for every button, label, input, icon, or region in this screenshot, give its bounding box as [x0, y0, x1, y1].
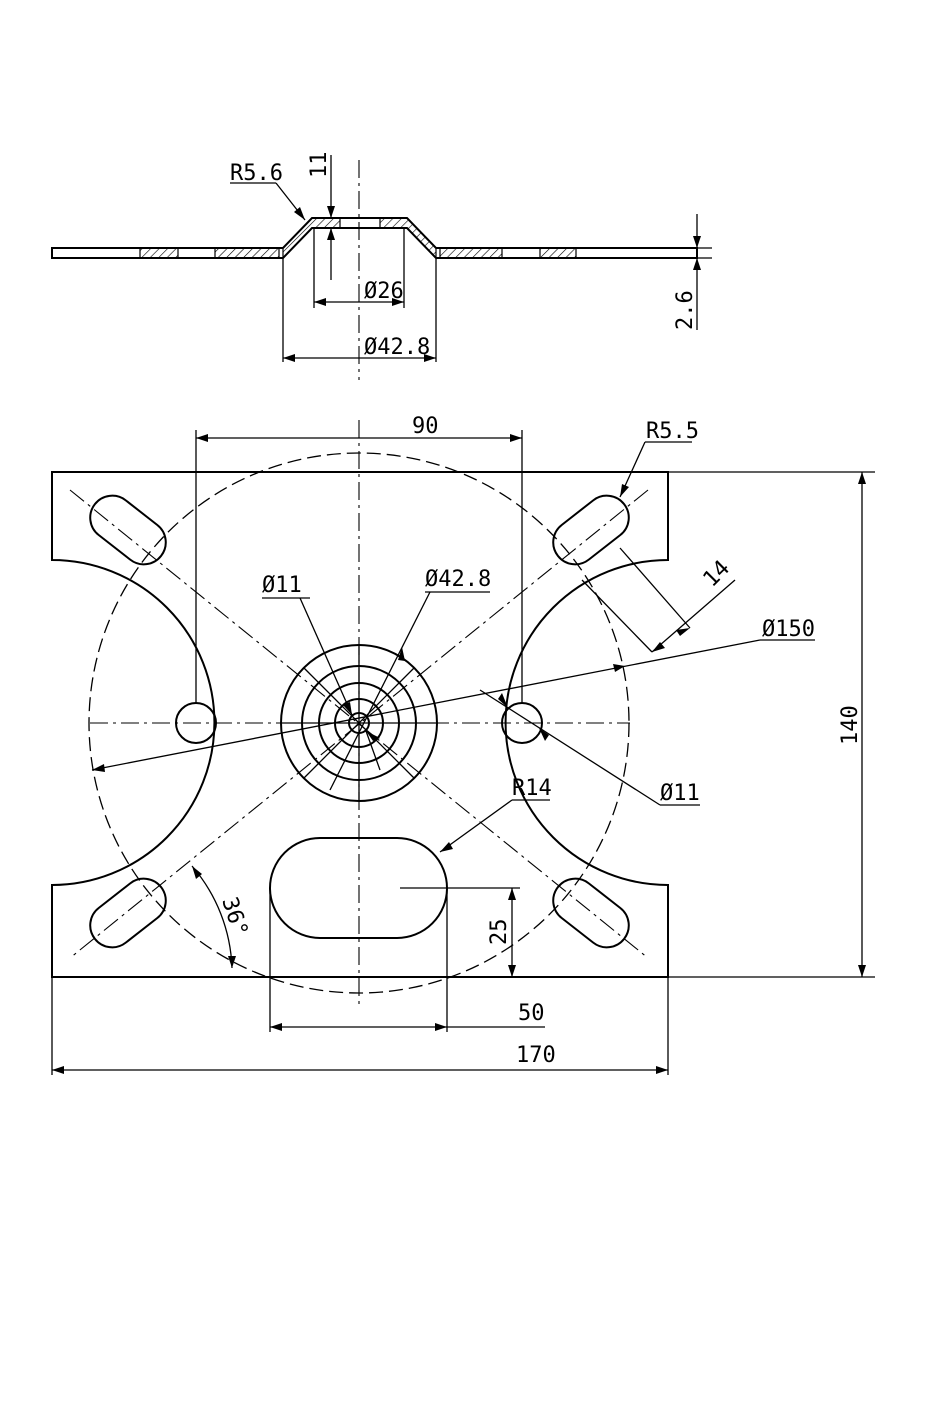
section-hatch-5 — [440, 248, 502, 258]
label-r14: R14 — [512, 776, 552, 801]
section-hatch-1 — [140, 248, 178, 258]
label-dia-42-8-section: Ø42.8 — [364, 335, 430, 360]
slot-top-right — [544, 487, 637, 573]
slot-top-left — [81, 487, 174, 573]
label-thickness-2-6: 2.6 — [673, 290, 698, 330]
label-dia-11-right: Ø11 — [660, 781, 700, 806]
label-dia-42-8-center: Ø42.8 — [425, 567, 491, 592]
label-slot-width-14: 14 — [699, 556, 735, 592]
label-dia-26: Ø26 — [364, 279, 404, 304]
label-r5-5: R5.5 — [646, 419, 699, 444]
label-r5-6: R5.6 — [230, 161, 283, 186]
plan-view — [52, 420, 875, 1075]
label-width-50: 50 — [518, 1001, 545, 1026]
section-hatch-2 — [215, 248, 279, 258]
label-width-90: 90 — [412, 414, 439, 439]
label-angle-36: 36° — [216, 894, 252, 940]
label-dia-11-left: Ø11 — [262, 573, 302, 598]
label-width-170: 170 — [516, 1043, 556, 1068]
label-thickness-11: 11 — [307, 152, 332, 179]
label-height-140: 140 — [838, 705, 863, 745]
slot-bottom-right — [544, 870, 637, 956]
slot-bottom-left — [81, 870, 174, 956]
section-hatch-6 — [540, 248, 576, 258]
label-dia-150: Ø150 — [762, 617, 815, 642]
label-height-25: 25 — [487, 919, 512, 946]
